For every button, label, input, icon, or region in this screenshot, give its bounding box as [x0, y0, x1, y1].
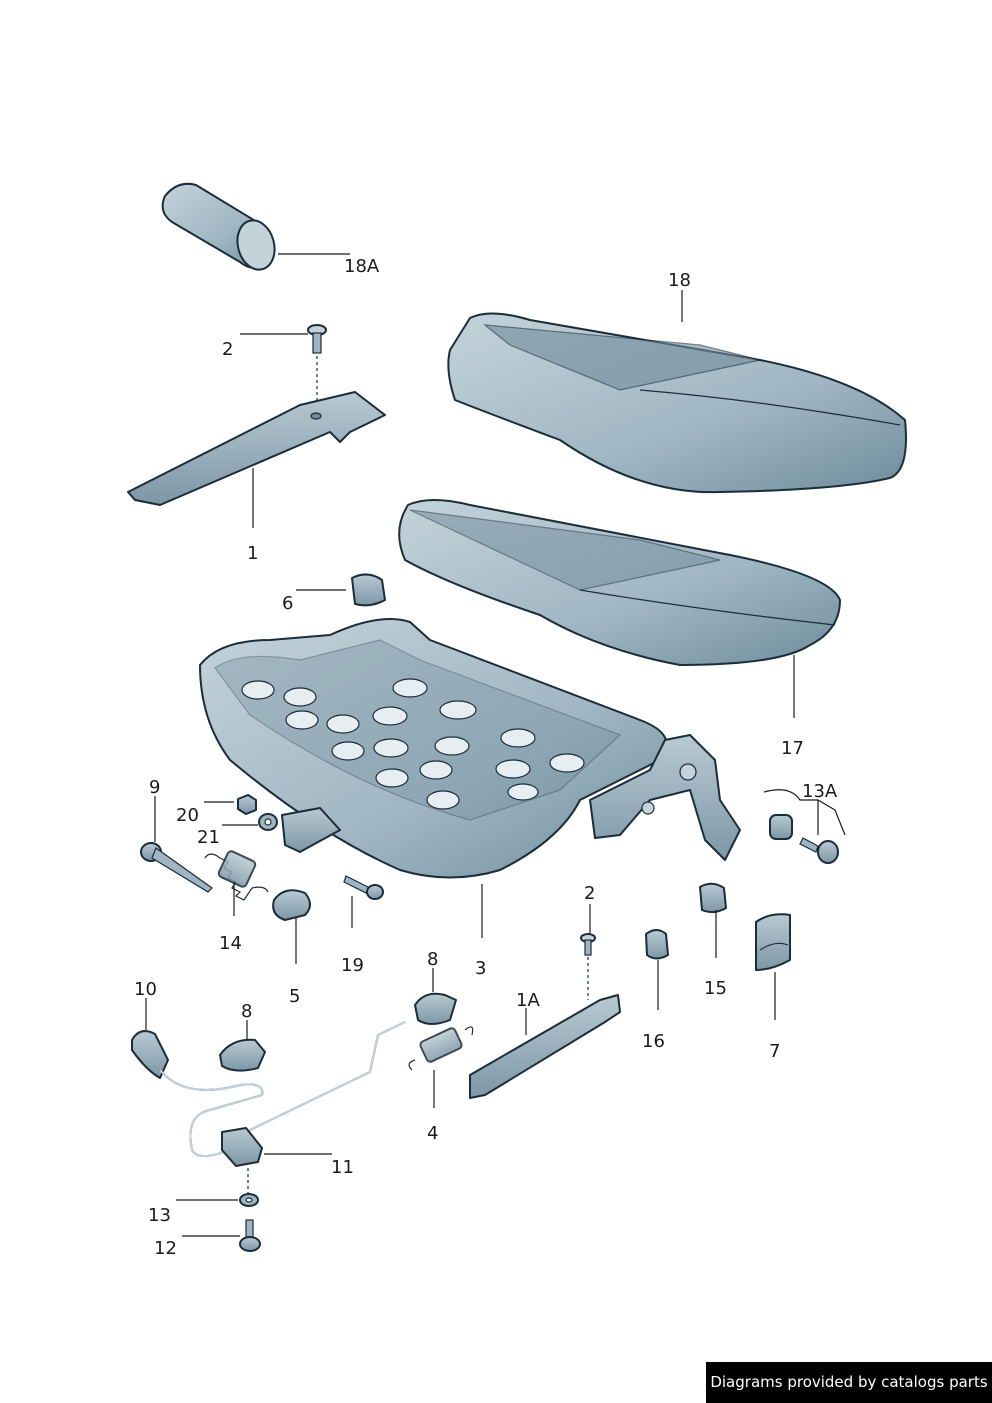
part-12-screw — [239, 1219, 261, 1252]
part-15-clip — [699, 882, 727, 914]
label-21: 21 — [197, 827, 220, 848]
part-2-screw-top — [307, 324, 327, 400]
part-18-seat-cover — [447, 312, 907, 494]
part-14-spring — [204, 850, 269, 901]
part-21-washer — [258, 813, 278, 831]
label-5: 5 — [289, 986, 300, 1007]
part-5-bushing — [272, 889, 311, 921]
label-8-left: 8 — [241, 1001, 252, 1022]
part-13a-plug-rivet — [769, 814, 839, 864]
part-4-spring — [408, 1026, 474, 1071]
part-1-rail — [127, 391, 386, 506]
label-10: 10 — [134, 979, 157, 1000]
part-18a-pad — [161, 182, 276, 271]
label-1a: 1A — [516, 990, 540, 1011]
part-20-nut — [237, 794, 257, 815]
part-8-clip-mid — [414, 992, 457, 1025]
part-labels: 18A 18 2 1 6 17 9 20 21 13A 14 5 19 3 2 … — [134, 256, 838, 1259]
part-10-lever — [131, 1021, 406, 1157]
part-8-clip-left — [219, 1038, 266, 1072]
part-3-seat-frame — [199, 617, 741, 879]
label-18: 18 — [668, 270, 691, 291]
label-15: 15 — [704, 978, 727, 999]
label-12: 12 — [154, 1238, 177, 1259]
part-6-clip — [351, 573, 386, 607]
label-2-bottom: 2 — [584, 883, 595, 904]
part-2-screw-bottom — [580, 933, 596, 1000]
part-9-bolt — [140, 842, 213, 893]
part-17-seat-cushion — [398, 499, 841, 666]
label-6: 6 — [282, 593, 293, 614]
label-4: 4 — [427, 1123, 438, 1144]
part-7-cover — [755, 913, 791, 971]
part-1a-rail — [469, 994, 621, 1099]
label-13a: 13A — [802, 781, 838, 802]
part-16-clip — [645, 929, 669, 960]
label-18a: 18A — [344, 256, 380, 277]
label-14: 14 — [219, 933, 242, 954]
label-19: 19 — [341, 955, 364, 976]
label-11: 11 — [331, 1157, 354, 1178]
label-2-top: 2 — [222, 339, 233, 360]
label-1: 1 — [247, 543, 258, 564]
label-3: 3 — [475, 958, 486, 979]
label-9: 9 — [149, 777, 160, 798]
part-13-washer — [239, 1193, 259, 1207]
leader-lines — [145, 253, 846, 1237]
part-11-bracket — [221, 1127, 263, 1195]
credit-banner: Diagrams provided by catalogs parts — [706, 1362, 992, 1403]
label-7: 7 — [769, 1041, 780, 1062]
label-8-mid: 8 — [427, 949, 438, 970]
part-19-screw — [343, 875, 384, 900]
label-17: 17 — [781, 738, 804, 759]
label-13: 13 — [148, 1205, 171, 1226]
label-16: 16 — [642, 1031, 665, 1052]
label-20: 20 — [176, 805, 199, 826]
